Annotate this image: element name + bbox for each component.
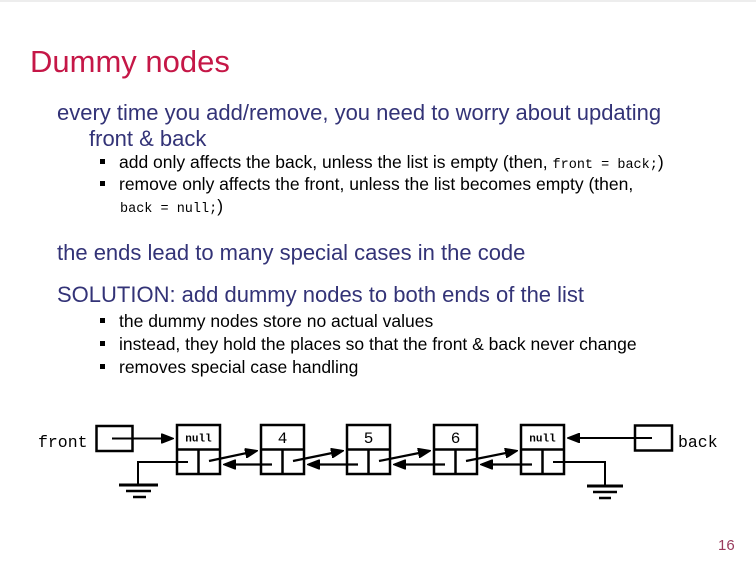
bullet-remove-affects-front: remove only affects the front, unless th… bbox=[100, 174, 633, 195]
node-value: 4 bbox=[278, 430, 288, 448]
node-value: 6 bbox=[451, 430, 461, 448]
paragraph-updating-line1: every time you add/remove, you need to w… bbox=[57, 100, 662, 125]
bullet-removes-special-case: removes special case handling bbox=[100, 357, 358, 378]
bullet-text: instead, they hold the places so that th… bbox=[119, 334, 637, 354]
list-node-5: 5 bbox=[345, 423, 392, 476]
node-value: 5 bbox=[364, 430, 374, 448]
bullet-square-icon bbox=[100, 318, 105, 323]
next-pointer-arrow bbox=[292, 451, 342, 463]
bullet-remove-continuation: back = null;) bbox=[120, 196, 223, 217]
back-label: back bbox=[678, 433, 718, 452]
next-pointer-arrow bbox=[378, 451, 429, 463]
bullet-text: remove only affects the front, unless th… bbox=[119, 174, 634, 194]
paragraph-updating-line2: front & back bbox=[89, 126, 207, 151]
next-pointer-arrow bbox=[208, 451, 256, 463]
node-value: null bbox=[529, 434, 556, 446]
next-pointer-arrow bbox=[465, 451, 516, 463]
bullet-add-affects-back: add only affects the back, unless the li… bbox=[100, 152, 664, 173]
ground-symbol-left bbox=[119, 461, 188, 499]
bullet-square-icon bbox=[100, 364, 105, 369]
paragraph-special-cases: the ends lead to many special cases in t… bbox=[57, 240, 526, 265]
bullet-square-icon bbox=[100, 181, 105, 186]
close-paren: ) bbox=[657, 152, 664, 172]
bullet-text: the dummy nodes store no actual values bbox=[119, 311, 434, 331]
page-number: 16 bbox=[718, 537, 735, 554]
paragraph-solution: SOLUTION: add dummy nodes to both ends o… bbox=[57, 282, 585, 307]
inline-code-back-null: back = null; bbox=[120, 202, 218, 217]
slide-top-edge bbox=[0, 0, 756, 2]
list-node-dummy-back: null bbox=[519, 423, 566, 476]
bullet-hold-places: instead, they hold the places so that th… bbox=[100, 334, 637, 355]
bullet-text: add only affects the back, unless the li… bbox=[119, 152, 664, 173]
front-label: front bbox=[38, 433, 88, 452]
bullet-text-plain: add only affects the back, unless the li… bbox=[119, 152, 553, 172]
bullet-square-icon bbox=[100, 159, 105, 164]
ground-symbol-right bbox=[553, 461, 623, 500]
list-node-4: 4 bbox=[259, 423, 306, 476]
linked-list-diagram: front null 4 5 6 null bbox=[38, 423, 718, 500]
node-value: null bbox=[185, 434, 212, 446]
bullet-text: removes special case handling bbox=[119, 357, 359, 377]
bullet-square-icon bbox=[100, 341, 105, 346]
close-paren: ) bbox=[217, 196, 224, 216]
list-node-dummy-front: null bbox=[175, 423, 222, 476]
bullet-no-actual-values: the dummy nodes store no actual values bbox=[100, 311, 433, 332]
list-node-6: 6 bbox=[432, 423, 479, 476]
inline-code-front-back: front = back; bbox=[552, 158, 658, 173]
slide-title: Dummy nodes bbox=[30, 44, 230, 79]
